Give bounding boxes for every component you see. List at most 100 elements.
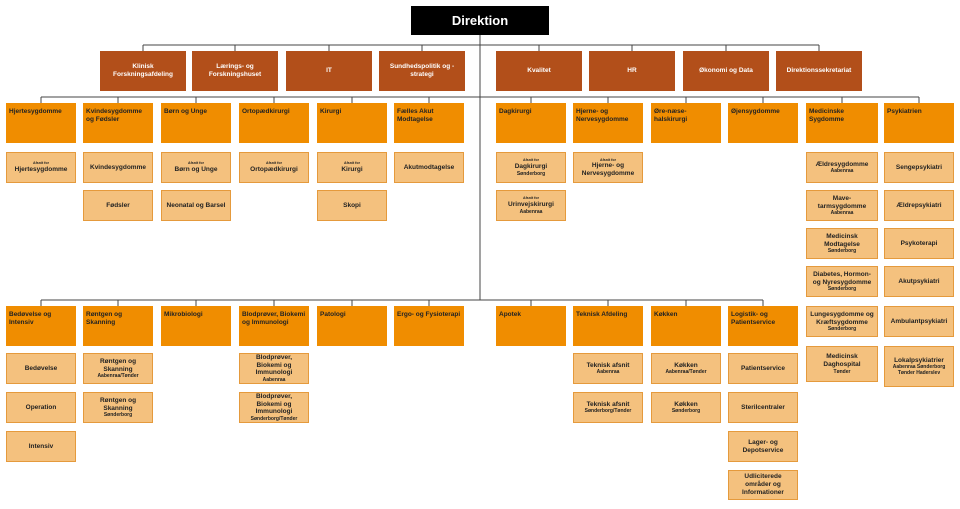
dept-label: Apotek (499, 311, 522, 318)
unit-location: Aabenraa/Tønder (97, 373, 139, 380)
dept-box: Apotek (496, 306, 566, 346)
unit-label: Lager- og Depotservice (742, 438, 784, 454)
dept-label: Hjerne- og Nervesygdomme (576, 108, 629, 123)
dept-box: Kirurgi (317, 103, 387, 143)
dept-box: Logistik- og Patientservice (728, 306, 798, 346)
dept-label: Køkken (654, 311, 678, 318)
unit-label: Hjertesygdomme (14, 165, 68, 173)
unit-label: Lungesygdomme og Kræftsygdomme (810, 310, 874, 326)
dept-label: Logistik- og Patientservice (731, 311, 776, 326)
unit-prefix: Afsnit for (523, 158, 539, 163)
staff-box: Klinisk Forskningsafdeling (100, 51, 186, 91)
unit-prefix: Afsnit for (188, 161, 204, 166)
dept-box: Psykiatrien (884, 103, 954, 143)
dept-box: Ortopædkirurgi (239, 103, 309, 143)
unit-label: Blodprøver, Biokemi og Immunologi (255, 392, 293, 416)
dept-box: Blodprøver, Biokemi og Immunologi (239, 306, 309, 346)
unit-location: Sønderborg (827, 248, 857, 255)
dept-box: Ergo- og Fysioterapi (394, 306, 464, 346)
unit-prefix: Afsnit for (600, 157, 616, 162)
unit-box: Akutpsykiatri (884, 266, 954, 297)
unit-label: Medicinsk Daghospital (823, 353, 861, 368)
direktion-box: Direktion (411, 6, 549, 35)
staff-label: Klinisk Forskningsafdeling (113, 63, 173, 78)
unit-box: Sengepsykiatri (884, 152, 954, 183)
staff-box: Lærings- og Forskningshuset (192, 51, 278, 91)
unit-box: Psykoterapi (884, 228, 954, 259)
dept-label: Ortopædkirurgi (242, 108, 290, 115)
unit-location: Aabenraa (262, 377, 286, 384)
staff-box: Direktionssekretariat (776, 51, 862, 91)
unit-label: Akutpsykiatri (898, 277, 940, 285)
dept-box: Røntgen og Skanning (83, 306, 153, 346)
unit-box: Patientservice (728, 353, 798, 384)
dept-box: Fælles Akut Modtagelse (394, 103, 464, 143)
unit-label: Røntgen og Skanning (99, 357, 137, 373)
staff-box: IT (286, 51, 372, 91)
unit-label: Patientservice (740, 364, 786, 372)
staff-label: IT (326, 67, 332, 75)
dept-label: Blodprøver, Biokemi og Immunologi (242, 311, 306, 326)
dept-box: Teknisk Afdeling (573, 306, 643, 346)
dept-box: Patologi (317, 306, 387, 346)
dept-label: Psykiatrien (887, 108, 922, 115)
unit-location: Aabenraa (830, 210, 854, 217)
unit-location: Aabenraa Sønderborg Tønder Haderslev (892, 364, 946, 377)
dept-box: Bedøvelse og Intensiv (6, 306, 76, 346)
unit-location: Sønderborg (827, 286, 857, 293)
unit-label: Ambulantpsykiatri (890, 317, 948, 325)
dept-label: Kirurgi (320, 108, 342, 115)
unit-location: Aabenraa (830, 168, 854, 175)
unit-label: Diabetes, Hormon- og Nyresygdomme (812, 270, 872, 286)
unit-prefix: Afsnit for (33, 161, 49, 166)
unit-box: Akutmodtagelse (394, 152, 464, 183)
dept-label: Røntgen og Skanning (86, 311, 123, 326)
unit-location: Aabenraa/Tønder (665, 369, 707, 376)
unit-box: Ambulantpsykiatri (884, 306, 954, 337)
unit-location: Sønderborg/Tønder (250, 416, 298, 423)
dept-box: Mikrobiologi (161, 306, 231, 346)
unit-label: Operation (25, 403, 57, 411)
unit-label: Hjerne- og Nervesygdomme (581, 161, 635, 177)
unit-label: Ældrepsykiatri (896, 201, 942, 209)
unit-label: Akutmodtagelse (403, 163, 455, 171)
unit-label: Kirurgi (341, 165, 363, 173)
dept-label: Mikrobiologi (164, 311, 203, 318)
staff-label: Sundhedspolitik og -strategi (389, 63, 455, 78)
dept-box: Dagkirurgi (496, 103, 566, 143)
dept-box: Øre-næse-halskirurgi (651, 103, 721, 143)
unit-prefix: Afsnit for (266, 161, 282, 166)
unit-label: Røntgen og Skanning (99, 396, 137, 412)
dept-label: Fælles Akut Modtagelse (397, 108, 434, 123)
unit-location: Sønderborg (671, 408, 701, 415)
unit-label: Mave-tarmsygdomme (817, 194, 867, 210)
unit-box: Fødsler (83, 190, 153, 221)
staff-label: Økonomi og Data (699, 67, 753, 75)
staff-label: Kvalitet (527, 67, 551, 75)
dept-label: Ergo- og Fysioterapi (397, 311, 461, 318)
unit-label: Kvindesygdomme (90, 163, 146, 171)
unit-label: Børn og Unge (174, 165, 218, 173)
dept-label: Hjertesygdomme (9, 108, 62, 115)
unit-label: Sterilcentraler (741, 403, 785, 411)
staff-label: Direktionssekretariat (786, 67, 852, 75)
dept-box: Øjensygdomme (728, 103, 798, 143)
direktion-label: Direktion (451, 12, 509, 28)
unit-label: Ældresygdomme (815, 160, 869, 168)
staff-label: Lærings- og Forskningshuset (208, 63, 262, 78)
